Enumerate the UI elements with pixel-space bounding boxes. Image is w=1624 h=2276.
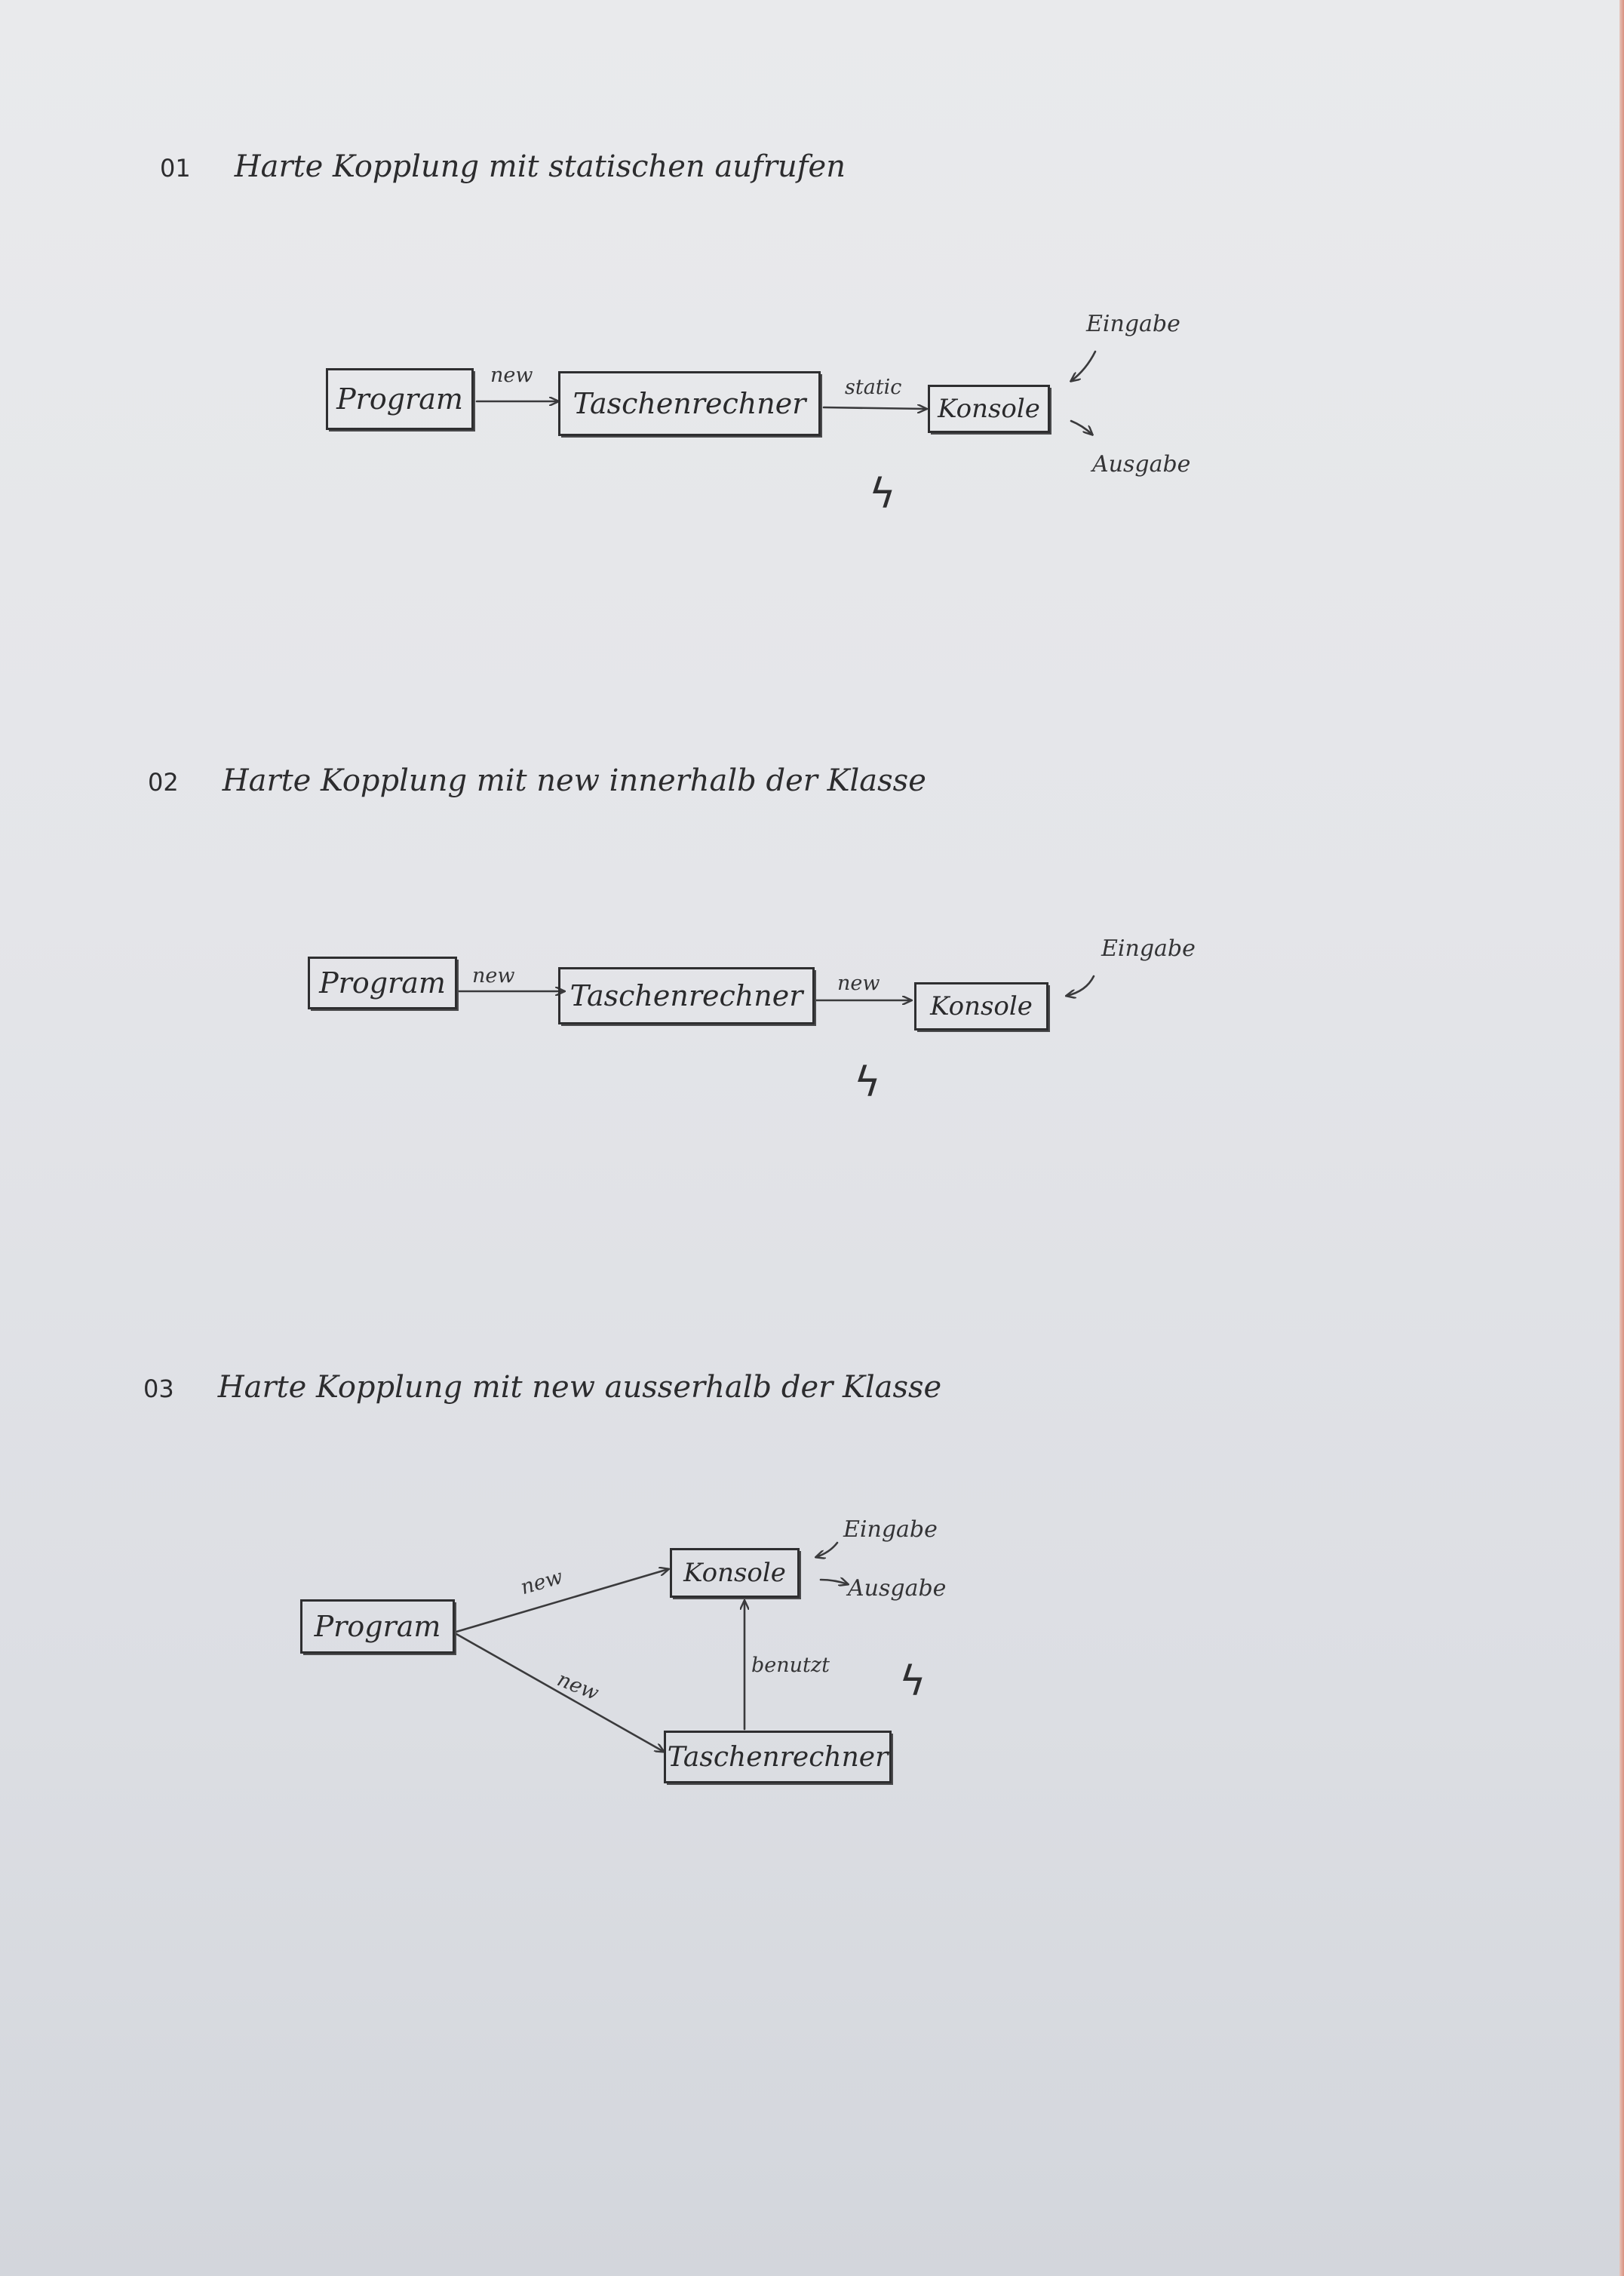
s3-konsole-box: Konsole (670, 1548, 800, 1598)
s3-program-label: Program (314, 1610, 441, 1643)
s3-edge-benutzt-label: benutzt (751, 1654, 830, 1677)
s2-eingabe-arrow (1067, 975, 1095, 996)
s1-arrow-taschenrechner-konsole (822, 407, 926, 409)
section-3-heading: 03 Harte Kopplung mit new ausserhalb der… (143, 1370, 941, 1405)
s3-ausgabe-arrow (819, 1580, 848, 1584)
section-2-title: Harte Kopplung mit new innerhalb der Kla… (222, 763, 926, 798)
s1-ausgabe-arrow (1070, 419, 1092, 435)
section-1-number: 01 (160, 154, 191, 183)
s2-edge-new-label-2: new (837, 972, 880, 995)
s3-eingabe-label: Eingabe (843, 1516, 938, 1543)
s3-arrow-program-taschenrechner (455, 1633, 664, 1752)
section-3-number: 03 (143, 1375, 174, 1403)
s1-eingabe-label: Eingabe (1086, 311, 1180, 337)
section-2-number: 02 (148, 768, 179, 797)
s3-edge-new-label-bottom: new (554, 1667, 603, 1706)
s1-program-label: Program (336, 382, 463, 416)
s3-ausgabe-label: Ausgabe (848, 1575, 947, 1602)
s1-eingabe-arrow (1071, 350, 1097, 381)
s3-program-box: Program (300, 1599, 455, 1654)
s2-lightning-icon: ϟ (854, 1058, 881, 1106)
s1-edge-static-label: static (845, 376, 902, 399)
s1-konsole-box: Konsole (928, 385, 1050, 433)
s1-program-box: Program (326, 368, 474, 430)
s1-lightning-icon: ϟ (869, 470, 896, 518)
s3-lightning-icon: ϟ (899, 1657, 926, 1705)
s3-taschenrechner-box: Taschenrechner (664, 1731, 892, 1783)
s2-taschenrechner-label: Taschenrechner (569, 979, 803, 1012)
s1-taschenrechner-box: Taschenrechner (558, 371, 821, 436)
s2-eingabe-label: Eingabe (1101, 935, 1196, 962)
s1-edge-new-label: new (490, 364, 533, 387)
s2-taschenrechner-box: Taschenrechner (558, 967, 815, 1024)
s1-ausgabe-label: Ausgabe (1092, 451, 1191, 478)
section-2-heading: 02 Harte Kopplung mit new innerhalb der … (148, 763, 926, 798)
s2-konsole-box: Konsole (914, 982, 1048, 1030)
s1-konsole-label: Konsole (938, 394, 1040, 424)
s2-program-label: Program (319, 966, 446, 1000)
s3-konsole-label: Konsole (683, 1558, 786, 1588)
section-3-title: Harte Kopplung mit new ausserhalb der Kl… (217, 1370, 942, 1405)
s2-edge-new-label-1: new (472, 964, 515, 987)
section-1-title: Harte Kopplung mit statischen aufrufen (234, 149, 846, 184)
s3-eingabe-arrow (816, 1541, 839, 1557)
s3-taschenrechner-label: Taschenrechner (667, 1741, 889, 1773)
s1-taschenrechner-label: Taschenrechner (573, 387, 806, 420)
s3-edge-new-label-top: new (517, 1565, 566, 1600)
section-1-heading: 01 Harte Kopplung mit statischen aufrufe… (160, 149, 846, 184)
page-edge (1619, 0, 1624, 2276)
s2-konsole-label: Konsole (930, 991, 1033, 1021)
s2-program-box: Program (308, 957, 457, 1009)
